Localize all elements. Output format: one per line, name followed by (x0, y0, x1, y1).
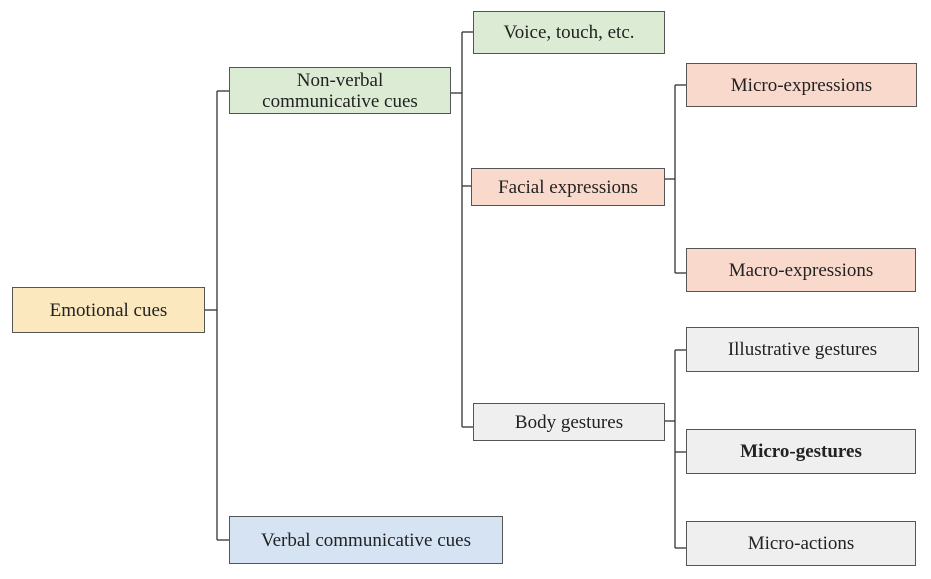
node-micro-gestures: Micro-gestures (686, 429, 916, 474)
node-micro-expressions: Micro-expressions (686, 63, 917, 107)
node-emotional-cues-label: Emotional cues (49, 299, 168, 321)
node-verbal-label: Verbal communicative cues (261, 529, 471, 551)
node-voice-touch-label: Voice, touch, etc. (503, 22, 635, 43)
node-non-verbal-label-line1: Non-verbal (296, 69, 384, 91)
node-micro-expressions-label: Micro-expressions (730, 74, 873, 96)
node-micro-gestures-label: Micro-gestures (740, 441, 862, 462)
node-non-verbal-communicative-cues: Non-verbal communicative cues (229, 67, 451, 114)
node-non-verbal-label-line2: communicative cues (262, 90, 418, 112)
node-facial-expressions-label: Facial expressions (498, 176, 638, 198)
node-voice-touch: Voice, touch, etc. (473, 11, 665, 54)
node-illustrative-gestures-label: Illustrative gestures (727, 339, 878, 360)
node-emotional-cues: Emotional cues (12, 287, 205, 333)
node-micro-actions-label: Micro-actions (747, 533, 855, 554)
node-body-gestures: Body gestures (473, 403, 665, 441)
node-macro-expressions: Macro-expressions (686, 248, 916, 292)
node-facial-expressions: Facial expressions (471, 168, 665, 206)
node-illustrative-gestures: Illustrative gestures (686, 327, 919, 372)
node-macro-expressions-label: Macro-expressions (728, 259, 874, 281)
node-verbal-communicative-cues: Verbal communicative cues (229, 516, 503, 564)
node-body-gestures-label: Body gestures (514, 411, 624, 433)
node-micro-actions: Micro-actions (686, 521, 916, 566)
